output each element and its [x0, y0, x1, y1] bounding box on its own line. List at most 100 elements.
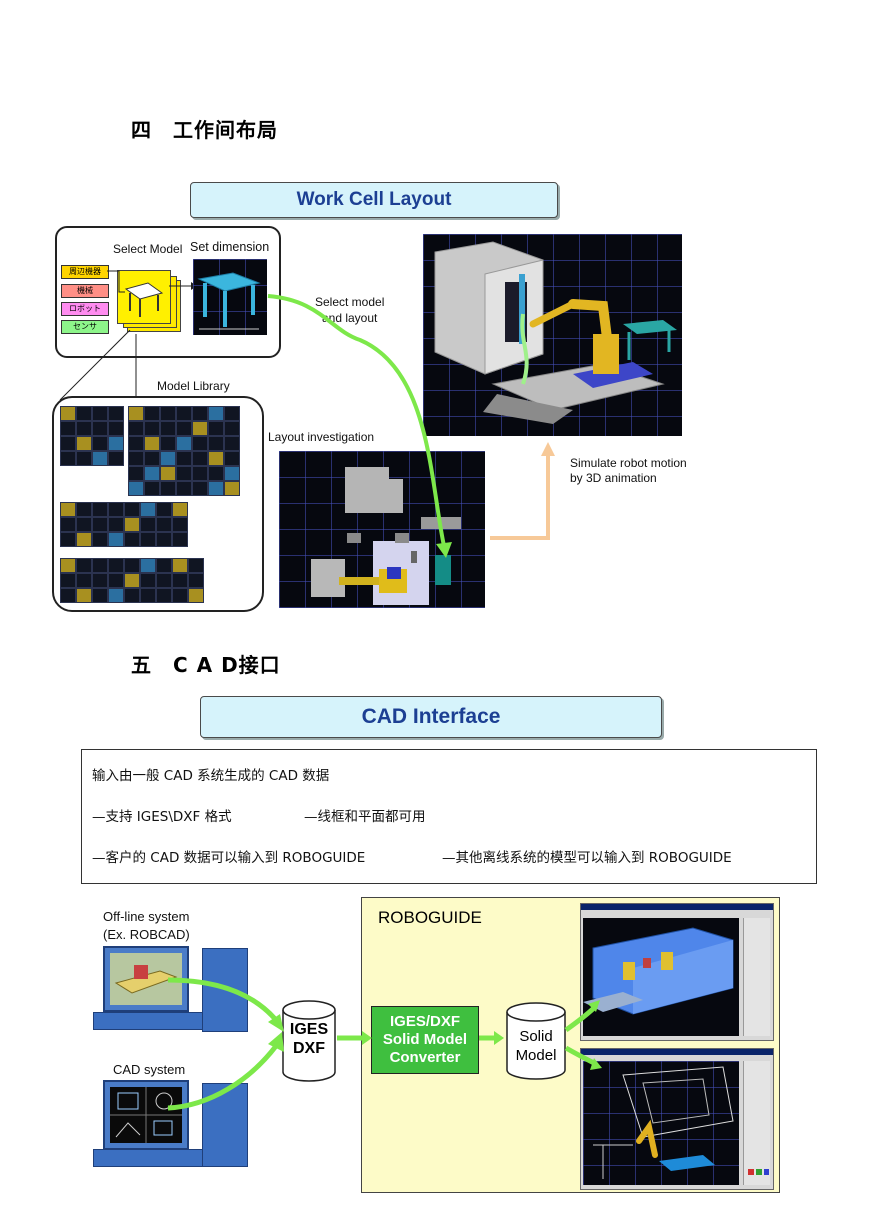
cad-keyboard [93, 1149, 203, 1167]
model-library-thumbnail [192, 406, 208, 421]
model-library-thumbnail [160, 406, 176, 421]
model-library-thumbnail [156, 517, 172, 532]
model-library-thumbnail [76, 517, 92, 532]
solid-model-cylinder [506, 1002, 566, 1080]
model-library-thumbnail [144, 421, 160, 436]
layout-investigation-view [279, 451, 499, 608]
cad-system-label: CAD system [113, 1062, 186, 1077]
model-library-thumbnail [160, 436, 176, 451]
wireframe-cell-illustration [593, 1066, 734, 1179]
model-library-thumbnail [128, 406, 144, 421]
model-library-thumbnail [60, 406, 76, 421]
solid-model-label: Solid Model [515, 1028, 557, 1064]
viewport-bottom [583, 1061, 739, 1185]
model-library-thumbnail [188, 558, 204, 573]
category-sensor: センサ [61, 320, 109, 334]
cad-line-3: —线框和平面都可用 [304, 809, 426, 825]
model-library-thumbnail [156, 588, 172, 603]
model-library-thumbnail [76, 573, 92, 588]
model-library-thumbnail [224, 421, 240, 436]
model-library-thumbnail [160, 481, 176, 496]
model-library-thumbnail [156, 532, 172, 547]
iges-dxf-label: IGES DXF [289, 1021, 329, 1057]
category-arrows [107, 270, 197, 293]
select-model-layout-label: Select model and layout [315, 295, 385, 325]
category-machine: 機械 [61, 284, 109, 298]
model-library-thumbnail [208, 466, 224, 481]
model-library-thumbnail [140, 532, 156, 547]
model-library-thumbnail [108, 406, 124, 421]
model-library-thumbnail [60, 451, 76, 466]
model-library-thumbnail [108, 421, 124, 436]
model-library-thumbnail [108, 436, 124, 451]
model-library-thumbnail [224, 481, 240, 496]
cad-tower [202, 1083, 248, 1167]
window-titlebar [581, 904, 773, 910]
model-library-thumbnail [124, 517, 140, 532]
model-library-thumbnail [124, 588, 140, 603]
model-library-thumbnail [60, 532, 76, 547]
model-library-thumbnail [108, 517, 124, 532]
model-library-thumbnail [108, 573, 124, 588]
model-library-thumbnail [172, 588, 188, 603]
model-library-thumbnail [140, 502, 156, 517]
model-library-thumbnail [76, 451, 92, 466]
dimension-view [193, 259, 267, 335]
model-library-thumbnail [92, 558, 108, 573]
layout-plan-illustration [311, 467, 499, 605]
model-library-thumbnail [224, 406, 240, 421]
side-panel-bottom [743, 1061, 770, 1185]
model-library-thumbnail [76, 502, 92, 517]
model-library-thumbnail [208, 436, 224, 451]
offline-system-label: Off-line system (Ex. ROBCAD) [103, 909, 190, 942]
model-library-panel [52, 396, 264, 612]
model-library-thumbnail [108, 451, 124, 466]
cad-monitor [103, 1080, 189, 1150]
model-library-thumbnail [128, 481, 144, 496]
offline-tower [202, 948, 248, 1032]
color-swatch-red [748, 1169, 754, 1175]
model-library-thumbnail [140, 558, 156, 573]
model-library-thumbnail [124, 502, 140, 517]
model-library-thumbnail [92, 502, 108, 517]
model-library-thumbnail [172, 532, 188, 547]
model-library-thumbnail [124, 558, 140, 573]
model-library-thumbnail [208, 451, 224, 466]
model-library-thumbnail [188, 588, 204, 603]
model-library-thumbnail [160, 421, 176, 436]
set-dimension-label: Set dimension [190, 240, 270, 254]
model-library-thumbnail [172, 517, 188, 532]
cad-screen [110, 1087, 182, 1143]
model-library-thumbnail [60, 558, 76, 573]
roboguide-screen-top [580, 903, 774, 1041]
model-library-thumbnail [60, 436, 76, 451]
model-library-thumbnail [76, 436, 92, 451]
model-library-thumbnail [144, 466, 160, 481]
model-library-thumbnail [140, 588, 156, 603]
offline-keyboard [93, 1012, 203, 1030]
model-library-thumbnail [188, 573, 204, 588]
converter-box: IGES/DXF Solid Model Converter [371, 1006, 479, 1074]
model-library-thumbnail [160, 451, 176, 466]
model-library-thumbnail [144, 481, 160, 496]
model-library-thumbnail [124, 532, 140, 547]
roboguide-screen-bottom [580, 1048, 774, 1190]
model-library-label: Model Library [157, 379, 230, 393]
table-model-icon [124, 282, 164, 317]
model-library-thumbnail [156, 558, 172, 573]
model-library-thumbnail [208, 421, 224, 436]
model-library-thumbnail [60, 588, 76, 603]
model-library-thumbnail [124, 573, 140, 588]
offline-monitor [103, 946, 189, 1012]
cad-line-4: —客户的 CAD 数据可以输入到 ROBOGUIDE [92, 850, 366, 866]
work-cell-layout-title: Work Cell Layout [190, 182, 558, 218]
robot-cell-illustration [434, 241, 677, 424]
roboguide-label: ROBOGUIDE [378, 908, 482, 927]
model-library-thumbnail [92, 451, 108, 466]
model-library-thumbnail [76, 421, 92, 436]
color-swatch-green [756, 1169, 762, 1175]
model-library-thumbnail [140, 573, 156, 588]
model-library-thumbnail [92, 406, 108, 421]
simulate-label: Simulate robot motion by 3D animation [570, 456, 687, 485]
model-library-thumbnail [160, 466, 176, 481]
